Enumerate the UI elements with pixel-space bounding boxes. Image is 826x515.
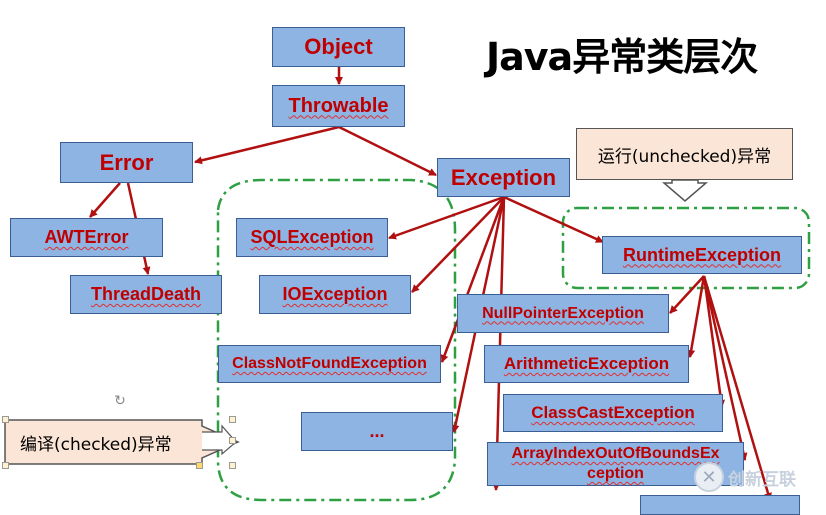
resize-handle-br[interactable] xyxy=(229,462,236,469)
nullpointer-node: NullPointerException xyxy=(457,294,669,333)
error-node: Error xyxy=(60,142,193,183)
arrow-exception-sql xyxy=(388,195,505,240)
arrayindex-node-label-line1: ArrayIndexOutOfBoundsEx xyxy=(511,445,720,462)
arrow-runtime-arithmetic xyxy=(687,275,706,358)
throwable-node-label: Throwable xyxy=(288,94,389,117)
throwable-node: Throwable xyxy=(272,85,405,127)
arrow-error-awterror xyxy=(89,182,121,218)
offscreen-node xyxy=(640,495,800,515)
arrow-runtime-arrayindex xyxy=(702,275,748,461)
adjust-handle[interactable] xyxy=(196,462,203,469)
classcast-node-label: ClassCastException xyxy=(531,403,695,422)
object-node: Object xyxy=(272,27,405,67)
resize-handle-mr[interactable] xyxy=(229,437,236,444)
arrow-exception-offscreen xyxy=(492,196,506,491)
ellipsis-node: ... xyxy=(301,412,453,451)
ioexception-node: IOException xyxy=(259,275,411,314)
page-title: Java异常类层次 xyxy=(486,35,758,79)
classnotfound-node: ClassNotFoundException xyxy=(218,345,441,383)
exception-node: Exception xyxy=(437,158,570,197)
unchecked-callout-label: 运行(unchecked)异常 xyxy=(597,146,772,167)
sqlexception-node: SQLException xyxy=(236,218,388,257)
watermark-text: 创新互联 xyxy=(728,469,796,490)
checked-group-border xyxy=(216,178,457,502)
resize-handle-tr[interactable] xyxy=(229,416,236,423)
arrow-runtime-offscreen xyxy=(702,275,772,501)
exception-node-label: Exception xyxy=(450,164,557,190)
rotate-handle-icon[interactable]: ↻ xyxy=(114,392,126,408)
checked-callout-shape[interactable] xyxy=(4,418,240,470)
resize-handle-tl[interactable] xyxy=(2,416,9,423)
arrow-runtime-classcast xyxy=(702,275,726,408)
arrow-exception-io xyxy=(411,196,505,293)
awterror-node-label: AWTError xyxy=(44,227,129,247)
checked-callout[interactable]: 编译(checked)异常 xyxy=(6,420,198,464)
nullpointer-node-label: NullPointerException xyxy=(482,304,644,322)
arithmetic-node: ArithmeticException xyxy=(484,345,689,383)
arrow-runtime-nullpointer xyxy=(669,275,705,314)
ioexception-node-label: IOException xyxy=(282,284,388,304)
threaddeath-node: ThreadDeath xyxy=(70,275,222,314)
hierarchy-lines xyxy=(89,67,811,502)
watermark-logo-icon: ✕ xyxy=(694,462,724,492)
awterror-node: AWTError xyxy=(10,218,163,257)
error-node-label: Error xyxy=(99,149,154,175)
checked-callout-label: 编译(checked)异常 xyxy=(20,434,172,455)
arithmetic-node-label: ArithmeticException xyxy=(503,354,670,373)
runtime-group-border xyxy=(561,206,811,290)
runtimeexception-node-label: RuntimeException xyxy=(622,244,782,265)
classnotfound-node-label: ClassNotFoundException xyxy=(232,355,427,372)
object-node-label: Object xyxy=(304,34,373,59)
runtimeexception-node: RuntimeException xyxy=(602,236,802,274)
ellipsis-node-label: ... xyxy=(369,421,385,441)
unchecked-pointer-arrow xyxy=(661,179,709,202)
watermark: ✕ 创新互联 xyxy=(694,462,796,492)
classcast-node: ClassCastException xyxy=(503,394,723,432)
arrayindex-node-label-line2: ception xyxy=(587,465,644,482)
arrow-throwable-exception xyxy=(338,125,437,177)
threaddeath-node-label: ThreadDeath xyxy=(90,284,202,304)
resize-handle-bl[interactable] xyxy=(2,462,9,469)
unchecked-callout: 运行(unchecked)异常 xyxy=(576,128,793,180)
arrow-exception-runtime xyxy=(503,195,604,244)
sqlexception-node-label: SQLException xyxy=(250,227,374,247)
arrow-exception-classnotfound xyxy=(440,196,506,363)
arrow-throwable-error xyxy=(194,125,340,165)
